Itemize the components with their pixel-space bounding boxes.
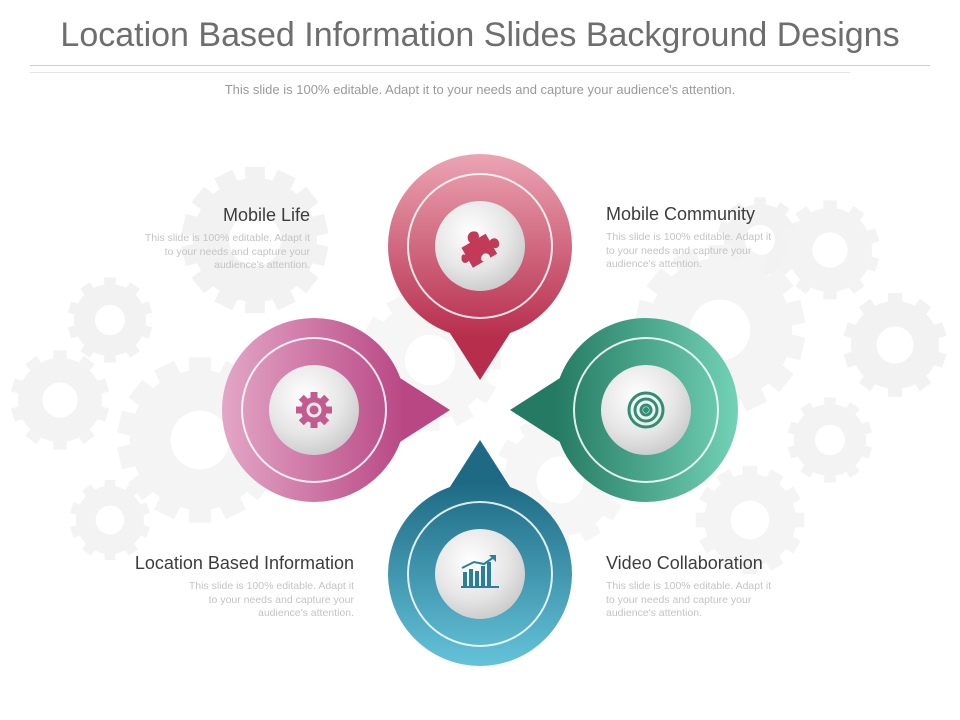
background-gear	[181, 166, 329, 314]
circle-top	[388, 154, 572, 380]
desc-mobile-life: This slide is 100% editable. Adapt it to…	[144, 232, 310, 271]
background-gear	[67, 277, 153, 363]
desc-video-collab: This slide is 100% editable. Adapt it to…	[606, 580, 772, 619]
background-gear	[843, 293, 947, 397]
circle-bottom	[388, 440, 572, 666]
target-icon	[627, 391, 665, 429]
circle-right	[510, 318, 738, 502]
background-gear	[695, 465, 805, 575]
bar-chart-icon	[461, 555, 499, 588]
slide-subtitle: This slide is 100% editable. Adapt it to…	[224, 82, 736, 97]
heading-mobile-life: Mobile Life	[222, 205, 310, 225]
background-gear	[787, 397, 873, 483]
title-divider-secondary	[30, 72, 850, 73]
heading-location-info: Location Based Information	[134, 553, 354, 573]
slide-title: Location Based Information Slides Backgr…	[60, 16, 900, 54]
block-mobile-community: Mobile Community This slide is 100% edit…	[606, 204, 826, 272]
block-mobile-life: Mobile Life This slide is 100% editable.…	[110, 205, 310, 273]
heading-mobile-community: Mobile Community	[606, 204, 756, 224]
background-gear	[780, 200, 880, 300]
circle-left	[222, 318, 450, 502]
block-video-collab: Video Collaboration This slide is 100% e…	[606, 553, 826, 621]
background-gear	[70, 479, 150, 561]
title-divider	[30, 65, 930, 66]
background-gear	[10, 350, 110, 450]
heading-video-collab: Video Collaboration	[606, 553, 763, 573]
gear-icon	[296, 392, 332, 428]
block-location-info: Location Based Information This slide is…	[60, 553, 354, 621]
desc-mobile-community: This slide is 100% editable. Adapt it to…	[606, 231, 772, 270]
desc-location-info: This slide is 100% editable. Adapt it to…	[188, 580, 354, 619]
puzzle-icon	[461, 231, 500, 268]
